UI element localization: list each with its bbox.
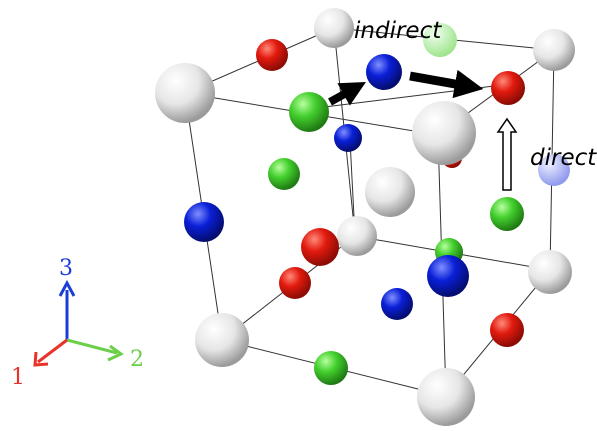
atom-red bbox=[301, 228, 339, 266]
direct-path-arrow bbox=[496, 117, 518, 191]
atom-red bbox=[279, 267, 311, 299]
axis-2-arrowhead bbox=[107, 344, 124, 362]
atom-white bbox=[417, 368, 475, 426]
atom-red bbox=[491, 71, 525, 105]
atom-blue bbox=[334, 124, 362, 152]
atom-white bbox=[533, 29, 575, 71]
atom-white bbox=[412, 101, 476, 165]
indirect-label: indirect bbox=[354, 18, 442, 44]
atom-green bbox=[314, 351, 348, 385]
axis-1-arrowhead bbox=[33, 351, 49, 367]
arrow-green-to-blue bbox=[328, 82, 366, 106]
atoms bbox=[155, 8, 575, 426]
atom-green bbox=[289, 92, 329, 132]
atom-white bbox=[155, 63, 215, 123]
atom-blue bbox=[427, 255, 469, 297]
atom-blue bbox=[381, 288, 413, 320]
atom-white bbox=[337, 216, 377, 256]
indirect-path-arrows bbox=[328, 69, 484, 106]
atom-blue bbox=[184, 202, 224, 242]
axis-1-arrow bbox=[37, 338, 68, 364]
atom-white bbox=[365, 167, 415, 217]
direct-label: direct bbox=[530, 145, 597, 171]
axis-2-arrow bbox=[66, 338, 118, 355]
atom-blue bbox=[366, 54, 402, 90]
axis-3-label: 3 bbox=[59, 256, 73, 281]
atom-red bbox=[490, 313, 524, 347]
atom-red bbox=[256, 39, 288, 71]
atom-white bbox=[528, 250, 572, 294]
atom-green bbox=[490, 197, 524, 231]
atom-green-faded bbox=[423, 23, 457, 57]
atom-blue-faded bbox=[538, 154, 570, 186]
axis-triad: 3 2 1 bbox=[11, 256, 144, 390]
arrow-blue-to-red bbox=[409, 69, 484, 99]
axis-1-label: 1 bbox=[11, 365, 25, 390]
atom-white bbox=[195, 313, 249, 367]
atom-white bbox=[314, 8, 354, 48]
atom-green bbox=[268, 158, 300, 190]
axis-3-arrowhead bbox=[58, 279, 76, 297]
axis-2-label: 2 bbox=[130, 347, 144, 372]
